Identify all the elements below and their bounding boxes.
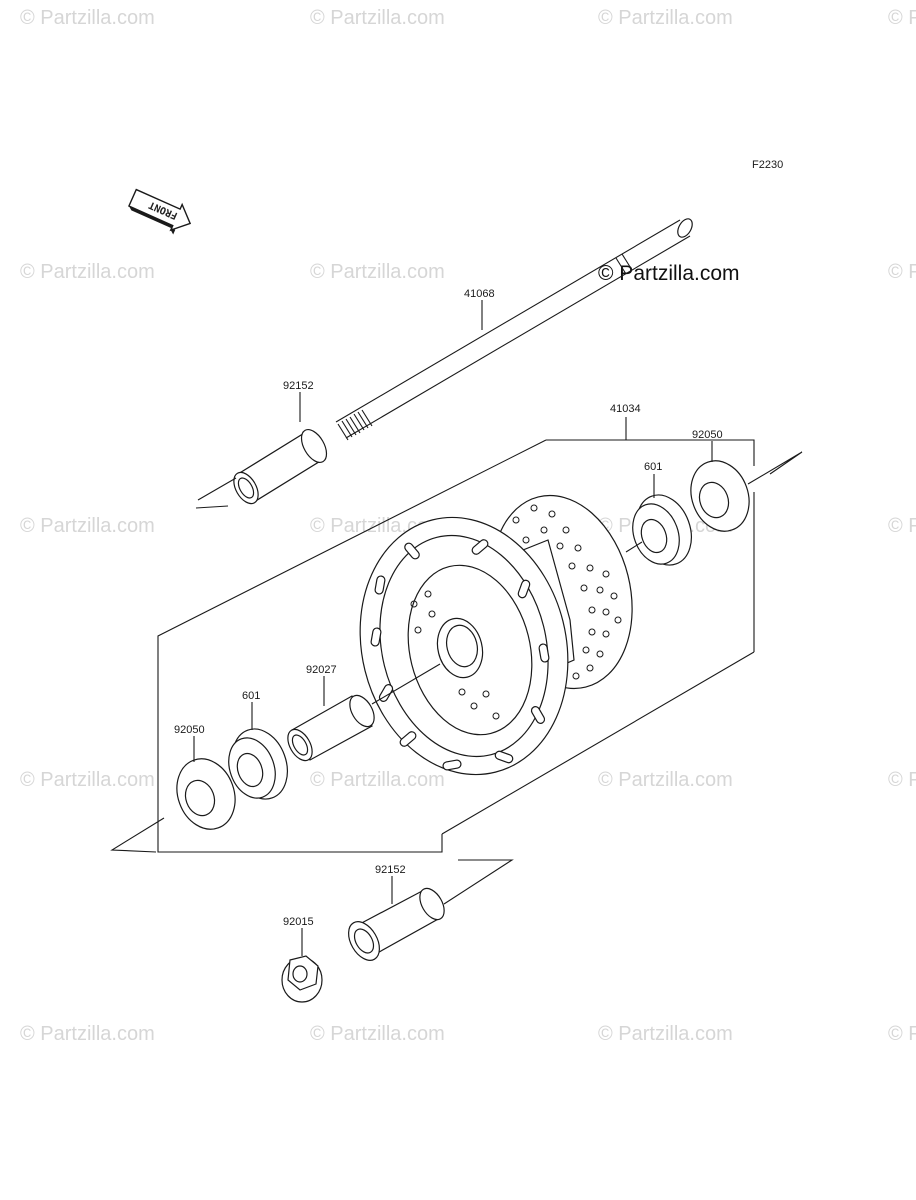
axis-line: [197, 477, 237, 501]
watermark: © Partzilla.com: [20, 769, 155, 791]
brand-watermark: © Partzilla.com: [598, 262, 740, 285]
disc-bolt-holes: [512, 504, 622, 680]
callout-seal-right: 92050: [692, 429, 723, 441]
watermark: © Partzilla.com: [598, 1023, 733, 1045]
axle: 41068: [335, 218, 693, 441]
collar-bottom: 92152: [348, 864, 445, 961]
hub-assembly-frame: 41034: [157, 403, 755, 853]
watermark: © Partzilla.com: [20, 261, 155, 283]
callout-collar-bottom: 92152: [375, 864, 406, 876]
callout-bearing-right: 601: [644, 461, 662, 473]
hub-holes: [410, 590, 500, 720]
callout-seal-left: 92050: [174, 724, 205, 736]
seal-right: 92050: [690, 429, 750, 532]
watermark: © Partzilla.com: [888, 261, 916, 283]
watermark: © Partzilla.com: [310, 261, 445, 283]
watermark: © Partzilla.com: [310, 7, 445, 29]
watermark: © Partzilla.com: [310, 769, 445, 791]
watermark: © Partzilla.com: [310, 1023, 445, 1045]
spacer: 92027: [287, 664, 375, 762]
axis-line: [443, 859, 514, 905]
axle-thread: [337, 409, 373, 441]
wheel-hub: [359, 494, 633, 776]
watermark-grid: © Partzilla.com © Partzilla.com © Partzi…: [20, 7, 916, 1045]
watermark: © Partzilla.com: [20, 1023, 155, 1045]
watermark: © Partzilla.com: [888, 1023, 916, 1045]
callout-axle: 41068: [464, 288, 495, 300]
axis-line: [110, 817, 165, 853]
watermark: © Partzilla.com: [888, 769, 916, 791]
watermark: © Partzilla.com: [20, 7, 155, 29]
watermark: © Partzilla.com: [20, 515, 155, 537]
front-arrow-icon: FRONT: [128, 188, 192, 235]
axis-line: [195, 505, 229, 509]
seal-left: 92050: [174, 724, 236, 830]
callout-nut: 92015: [283, 916, 314, 928]
axis-line: [625, 541, 643, 553]
callout-spacer: 92027: [306, 664, 337, 676]
axis-line: [747, 451, 803, 485]
watermark: © Partzilla.com: [598, 7, 733, 29]
axis-line: [371, 663, 441, 705]
watermark: © Partzilla.com: [888, 7, 916, 29]
collar-left: 92152: [233, 380, 328, 505]
callout-hub-assembly: 41034: [610, 403, 641, 415]
callout-bearing-left: 601: [242, 690, 260, 702]
bearing-left: 601: [228, 690, 288, 800]
callout-collar-left: 92152: [283, 380, 314, 392]
bearing-right: 601: [632, 461, 692, 566]
flange-nut: 92015: [281, 916, 323, 1003]
watermark: © Partzilla.com: [598, 769, 733, 791]
watermark: © Partzilla.com: [888, 515, 916, 537]
figure-code: F2230: [752, 159, 783, 171]
